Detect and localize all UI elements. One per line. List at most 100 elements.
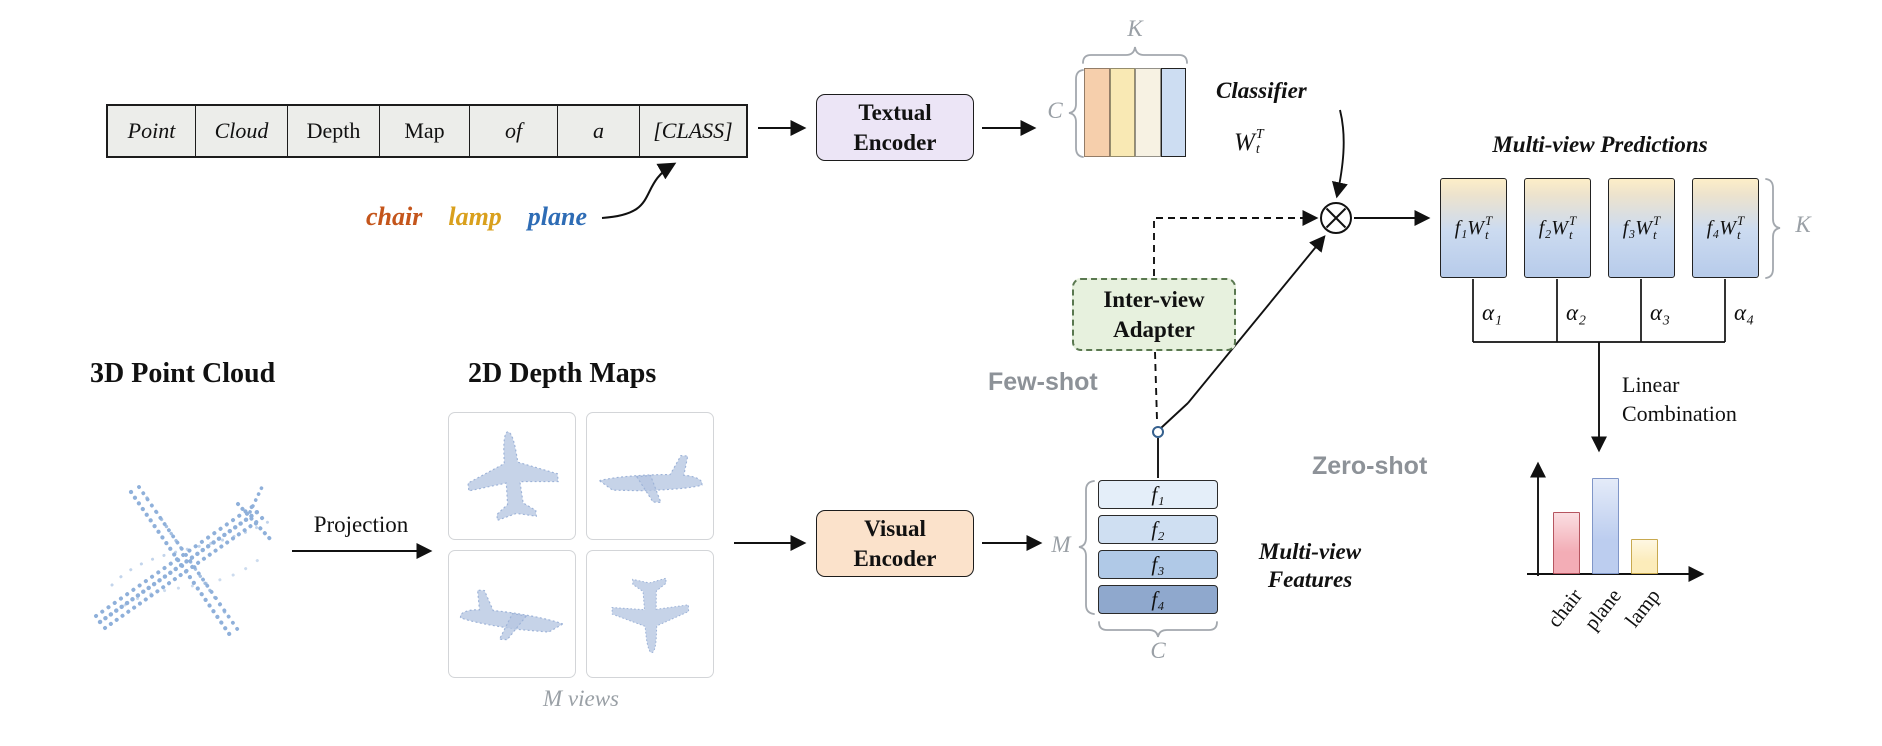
textual-encoder-line1: Textual	[858, 100, 932, 126]
visual-encoder-line1: Visual	[864, 516, 926, 542]
prediction-3-sub: t	[1652, 227, 1657, 242]
classifier-weight-symbol: W T t	[1234, 127, 1264, 157]
multi-view-features-caption: Multi-view Features	[1240, 538, 1380, 594]
features-caption-line1: Multi-view	[1258, 539, 1362, 564]
depth-map-plane-top-rotated-icon	[611, 577, 689, 653]
multi-view-feature-stack: f₁ f₂ f₃ f₄	[1098, 480, 1218, 614]
depth-map-plane-top-icon	[466, 430, 559, 521]
classifier-weight-columns	[1084, 68, 1186, 157]
prediction-box-3: f₃W T t	[1608, 178, 1675, 278]
point-cloud-figure	[94, 485, 274, 641]
classifier-column-4	[1160, 68, 1186, 157]
prediction-4-sup: T	[1736, 213, 1745, 229]
dim-label-M-features: M	[1051, 532, 1071, 557]
alpha-2-label: α₂	[1566, 300, 1587, 325]
adapter-line1: Inter-view	[1103, 287, 1205, 313]
prediction-3-sup: T	[1652, 213, 1661, 229]
token-class: [CLASS]	[640, 106, 746, 156]
alpha-3-label: α₃	[1650, 300, 1671, 325]
bar-chart-axes	[1527, 461, 1705, 583]
class-word-lamp: lamp	[448, 202, 502, 231]
linear-combination-label: Linear Combination	[1622, 370, 1737, 428]
m-views-caption: M views	[542, 686, 619, 711]
alpha-4-label: α₄	[1734, 300, 1755, 325]
prediction-3-base: f₃W	[1622, 216, 1652, 239]
feature-row-f2: f₂	[1098, 515, 1218, 544]
zero-shot-label: Zero-shot	[1312, 452, 1428, 480]
dim-label-C-features: C	[1150, 638, 1166, 663]
prediction-4-subsup: T t	[1737, 214, 1744, 241]
depth-map-view-4	[586, 550, 714, 678]
prediction-2-base: f₂W	[1538, 216, 1568, 239]
prediction-1-subsup: T t	[1485, 214, 1492, 241]
features-caption-line2: Features	[1267, 567, 1353, 593]
weight-sup: T	[1255, 127, 1264, 142]
weight-base: W	[1234, 128, 1255, 156]
linear-line1: Linear	[1622, 372, 1680, 397]
depth-map-view-1	[448, 412, 576, 540]
prediction-2-subsup: T t	[1569, 214, 1576, 241]
depth-map-view-2	[586, 412, 714, 540]
prediction-1-base: f₁W	[1454, 216, 1484, 239]
point-cloud-title: 3D Point Cloud	[90, 358, 276, 389]
weight-subsup: T t	[1255, 127, 1264, 157]
arrow-classifier-to-fusion	[1331, 109, 1348, 199]
dashed-adapter-to-fusion	[1153, 209, 1319, 276]
prompt-token-row: Point Cloud Depth Map of a [CLASS]	[106, 104, 748, 158]
classifier-label: Classifier	[1216, 78, 1307, 103]
prediction-box-1: f₁W T t	[1440, 178, 1507, 278]
prediction-3-subsup: T t	[1653, 214, 1660, 241]
multi-view-predictions-title: Multi-view Predictions	[1492, 132, 1708, 157]
brace-K-predictions	[1765, 178, 1781, 279]
textual-encoder-box: Textual Encoder	[816, 94, 974, 161]
feature-row-f4: f₄	[1098, 585, 1218, 614]
dim-label-K-classifier: K	[1127, 16, 1143, 41]
depth-map-plane-side-icon	[597, 454, 703, 503]
feature-row-f3: f₃	[1098, 550, 1218, 579]
token-a: a	[558, 106, 640, 156]
class-word-plane: plane	[527, 202, 588, 231]
token-depth: Depth	[288, 106, 380, 156]
projection-label: Projection	[313, 512, 409, 537]
linear-line2: Combination	[1622, 401, 1737, 427]
solid-arrows	[292, 109, 1608, 560]
chart-bar-lamp	[1631, 539, 1658, 574]
depth-maps-title: 2D Depth Maps	[468, 358, 657, 389]
class-word-list: chair lamp plane	[366, 202, 587, 232]
classifier-column-2	[1109, 68, 1135, 157]
arrow-classwords-to-class-token	[601, 162, 677, 220]
prediction-1-sub: t	[1484, 227, 1489, 242]
alpha-1-label: α₁	[1482, 300, 1503, 325]
prediction-1-sup: T	[1484, 213, 1493, 229]
token-of: of	[470, 106, 558, 156]
token-cloud: Cloud	[196, 106, 288, 156]
switch-icon	[1152, 402, 1189, 438]
arrow-zero-shot-path	[1187, 235, 1326, 404]
prediction-4-base: f₄W	[1706, 216, 1736, 239]
prediction-4-sub: t	[1736, 227, 1741, 242]
visual-encoder-line2: Encoder	[853, 545, 937, 571]
depth-map-view-3	[448, 550, 576, 678]
classifier-column-3	[1135, 68, 1161, 157]
dim-label-K-predictions: K	[1795, 212, 1811, 237]
adapter-line2: Adapter	[1113, 316, 1195, 342]
token-point: Point	[108, 106, 196, 156]
visual-encoder-box: Visual Encoder	[816, 510, 974, 577]
prediction-box-4: f₄W T t	[1692, 178, 1759, 278]
alpha-connectors	[1472, 279, 1726, 343]
feature-row-f1: f₁	[1098, 480, 1218, 509]
prediction-2-sup: T	[1568, 213, 1577, 229]
chart-bar-plane	[1592, 478, 1619, 574]
dim-label-C-classifier: C	[1047, 98, 1063, 123]
classifier-column-1	[1084, 68, 1110, 157]
brace-K-classifier	[1082, 46, 1188, 64]
chart-bar-chair	[1553, 512, 1580, 574]
inter-view-adapter-box: Inter-view Adapter	[1072, 278, 1236, 351]
few-shot-label: Few-shot	[988, 368, 1098, 396]
prediction-2-sub: t	[1568, 227, 1573, 242]
weight-sub: t	[1255, 141, 1260, 157]
token-map: Map	[380, 106, 470, 156]
dashed-adapter-to-switch	[1154, 351, 1158, 421]
